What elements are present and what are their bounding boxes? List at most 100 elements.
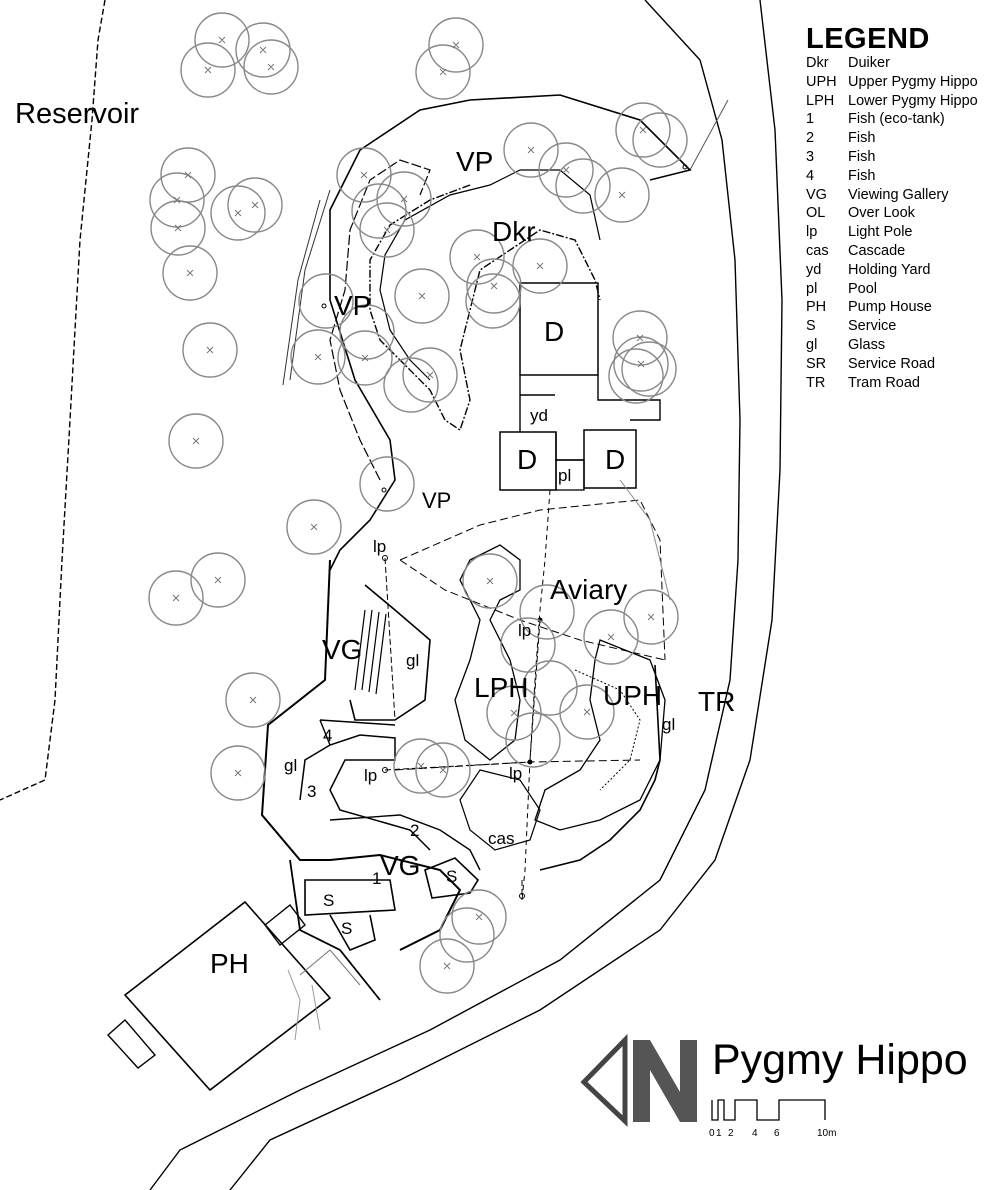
legend-label: Upper Pygmy Hippo [848,73,978,90]
north-arrow [580,1033,697,1127]
duiker-house-right [583,429,637,489]
legend-label: Cascade [848,242,906,259]
label-service-3: S [446,867,458,886]
legend-code: lp [806,224,818,241]
legend-label: Lower Pygmy Hippo [848,92,978,109]
viewing-gallery-outer [260,559,462,951]
legend-label: Fish [848,130,876,147]
legend-code: 4 [806,167,815,184]
legend-item: 2 Fish [806,129,978,148]
tree-markers [172,36,655,970]
legend-item: PH Pump House [806,298,978,317]
label-viewing-gallery-lower: VG [380,850,421,881]
uph-pool [534,639,666,831]
label-duiker-house-top: D [544,316,565,347]
legend-code: TR [806,374,826,391]
map-title: Pygmy Hippo [712,1036,968,1084]
scale-tick-1: 1 [716,1128,722,1139]
duiker-house-top [519,282,599,376]
vp-path [329,159,431,481]
service-room-right [424,857,480,899]
duiker-path-inner [379,169,601,381]
legend-code: pl [806,280,818,297]
left-fence [289,189,331,381]
pump-house-small [107,1019,157,1069]
legend-code: gl [806,336,818,353]
legend-code: cas [806,242,829,259]
north-arrow-n [633,1040,697,1122]
legend-code: PH [806,299,827,316]
tram-road-outer [229,0,783,1190]
label-pool: pl [558,466,572,485]
entrance-grey [287,969,321,1041]
trees [148,12,688,994]
label-fish-4: 4 [323,726,333,745]
label-aviary: Aviary [550,574,628,605]
legend-item: cas Cascade [806,242,978,261]
pool [555,459,585,491]
scale-tick-0: 0 [709,1128,715,1139]
legend-label: Over Look [848,205,915,222]
label-glass-2: gl [284,756,298,775]
scale-bar [711,1099,826,1121]
label-vp-mid: VP [422,488,452,513]
legend-code: S [806,318,816,335]
scale-tick-2: 2 [728,1128,734,1139]
label-fish-3: 3 [307,782,317,801]
light-pole-6 [381,487,387,493]
label-duiker-house-left: D [517,444,538,475]
legend-code: VG [806,186,827,203]
label-tram-road: TR [698,686,736,717]
vg-wall-lower [289,859,381,1001]
label-reservoir: Reservoir [15,98,140,130]
label-glass-3: gl [662,715,676,734]
label-fish-1: 1 [372,869,382,888]
vg-stairs [354,609,387,695]
tram-road-inner [149,0,741,1190]
label-duiker-house-right: D [605,444,626,475]
service-road-line [689,99,729,171]
light-pole-4 [527,759,533,765]
light-pole-3 [382,767,388,773]
legend-label: Pump House [848,299,932,316]
fish-tank-2 [329,814,481,871]
legend-label: Service Road [848,355,936,372]
legend-code: 2 [806,130,815,147]
label-cascade: cas [488,829,515,848]
legend-label: Holding Yard [848,261,931,278]
label-light-pole-2: lp [518,621,532,640]
light-pole-1 [382,555,388,561]
legend-code: 1 [806,111,815,128]
legend-label: Fish [848,148,876,165]
legend-code: UPH [806,73,837,90]
legend-title: LEGEND [806,23,930,55]
label-vp-left: VP [334,290,372,321]
uph-inner [574,669,641,791]
label-glass-1: gl [406,651,420,670]
left-fence-2 [282,199,321,386]
scale-tick-10m: 10m [817,1128,837,1139]
lph-pool [454,544,521,761]
legend-label: Pool [848,280,878,297]
legend-code: Dkr [806,55,829,71]
legend-item: pl Pool [806,280,978,299]
label-light-pole-1: lp [373,537,387,556]
scale-tick-6: 6 [774,1128,780,1139]
pump-house-annex [264,904,306,946]
label-viewing-gallery-upper: VG [322,634,363,665]
legend-label: Light Pole [848,224,913,241]
legend-item: lp Light Pole [806,223,978,242]
